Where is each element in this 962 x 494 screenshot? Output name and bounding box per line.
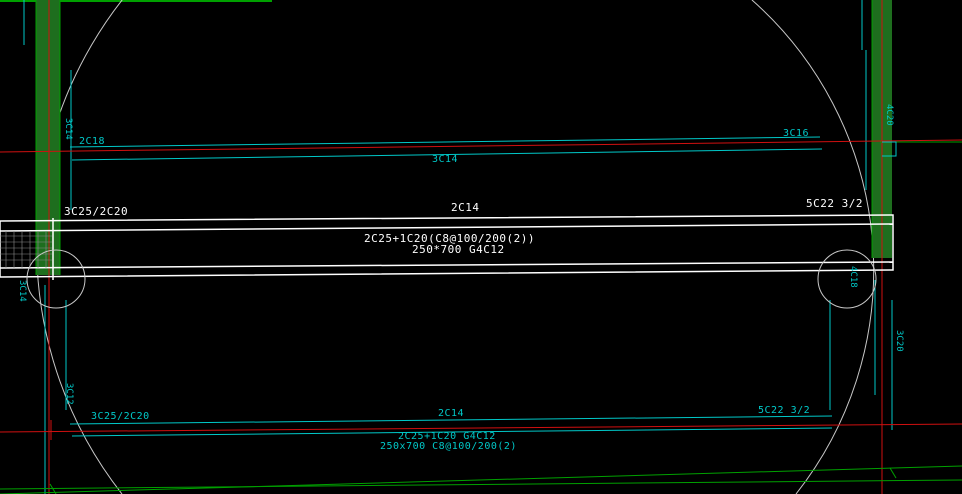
selected-left-support-label[interactable]: 3C25/2C20 [64, 205, 128, 218]
lower-spec-line1[interactable]: 2C25+1C20 G4C12 [398, 431, 496, 442]
grey-arc [36, 0, 752, 494]
selected-beam-inner-bot [0, 261, 894, 269]
lower-spec-line2[interactable]: 250x700 C8@100/200(2) [380, 441, 517, 452]
green-axis-bottom-1 [0, 465, 962, 494]
upper-beam-right-label[interactable]: 3C16 [783, 128, 809, 139]
lower-top-through-label[interactable]: 2C14 [438, 408, 464, 419]
upper-beam-mid-label[interactable]: 3C14 [432, 154, 458, 165]
lower-right-support-label[interactable]: 5C22 3/2 [758, 405, 810, 416]
right-circle-column-tag[interactable]: 4C18 [848, 266, 858, 288]
left-hatch [0, 231, 52, 268]
right-support-circle[interactable] [817, 249, 877, 309]
selected-spec-line2[interactable]: 250*700 G4C12 [412, 243, 505, 256]
green-tick-1 [49, 483, 57, 494]
upper-beam-left-label[interactable]: 2C18 [79, 136, 105, 147]
left-support-circle[interactable] [26, 249, 86, 309]
left-lower-column-tag[interactable]: 3C12 [64, 383, 74, 405]
right-lower-column-tag[interactable]: 3C20 [894, 330, 904, 352]
upper-beam-cyan-top [69, 136, 821, 148]
upper-beam-bracket [882, 141, 897, 157]
lower-beam-cyan-bot [71, 427, 833, 437]
lower-beam-red [0, 423, 962, 433]
selected-top-through-label[interactable]: 2C14 [451, 201, 480, 214]
green-axis-bottom-2 [0, 479, 962, 490]
selected-beam-inner-top [0, 223, 894, 232]
selected-beam-outline[interactable] [0, 214, 894, 278]
upper-beam-cyan-bot [71, 148, 823, 161]
right-upper-column-tag[interactable]: 4C20 [884, 104, 894, 126]
left-circle-column-tag[interactable]: 3C14 [17, 280, 27, 302]
selected-spec-line1[interactable]: 2C25+1C20(C8@100/200(2)) [364, 232, 535, 245]
grey-arc-right [751, 0, 875, 494]
lower-beam-cyan-top [69, 415, 833, 425]
left-upper-column-tag[interactable]: 3C14 [63, 118, 73, 140]
selected-right-support-label[interactable]: 5C22 3/2 [806, 197, 863, 210]
left-column[interactable] [36, 0, 60, 275]
upper-beam-red [0, 139, 962, 153]
lower-left-support-label[interactable]: 3C25/2C20 [91, 411, 150, 422]
green-tick-2 [889, 467, 897, 479]
